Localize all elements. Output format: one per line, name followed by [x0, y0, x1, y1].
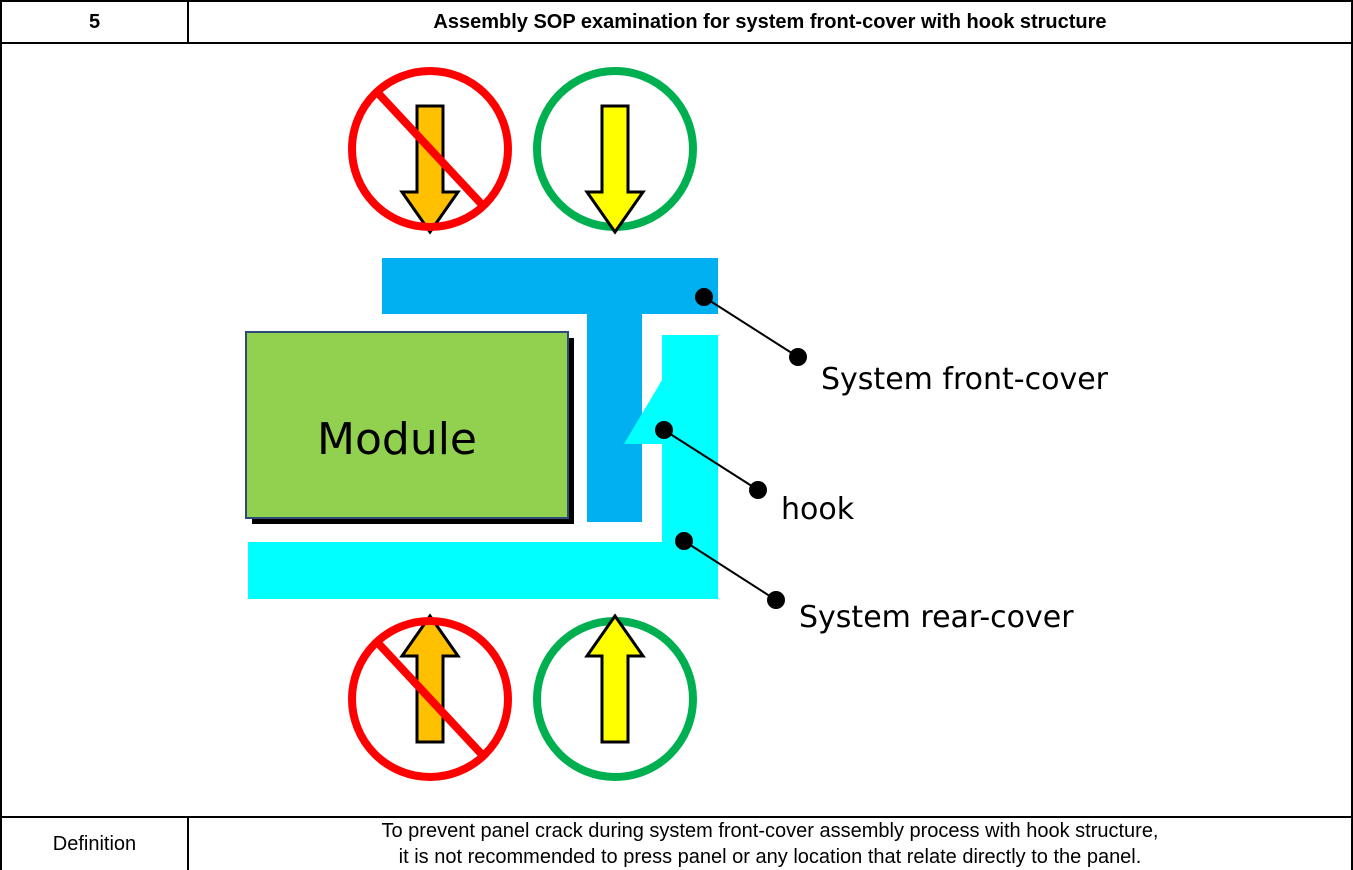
definition-line-1: To prevent panel crack during system fro…	[381, 820, 1159, 842]
definition-text: To prevent panel crack during system fro…	[189, 818, 1351, 870]
hook-structure-diagram: Module System front-cover hook System re…	[245, 67, 1109, 781]
module-label: Module	[317, 414, 477, 465]
header-column-divider	[187, 0, 189, 44]
system-rear-cover	[248, 335, 718, 599]
system-front-cover	[382, 258, 718, 522]
hook-shape	[624, 380, 662, 444]
module-block: Module	[245, 331, 574, 524]
rear-cover-callout: System rear-cover	[675, 532, 1074, 635]
definition-divider	[0, 816, 1353, 818]
table-border-top	[0, 0, 1353, 2]
ok-press-down-icon	[533, 67, 697, 235]
definition-label: Definition	[52, 832, 137, 855]
table-border-left	[0, 0, 2, 870]
item-number: 5	[88, 10, 101, 33]
ok-press-up-icon	[533, 613, 697, 781]
page-title: Assembly SOP examination for system fron…	[433, 10, 1107, 33]
header-divider	[0, 42, 1353, 44]
rear-cover-label: System rear-cover	[799, 600, 1074, 635]
front-cover-label: System front-cover	[821, 362, 1109, 397]
hook-callout: hook	[655, 421, 855, 527]
prohibited-press-down-icon	[348, 67, 512, 235]
definition-line-2: it is not recommended to press panel or …	[398, 846, 1142, 868]
table-border-right	[1351, 0, 1353, 870]
prohibited-press-up-icon	[348, 613, 512, 781]
front-cover-callout: System front-cover	[695, 288, 1109, 397]
definition-column-divider	[187, 816, 189, 870]
hook-label: hook	[781, 492, 855, 527]
